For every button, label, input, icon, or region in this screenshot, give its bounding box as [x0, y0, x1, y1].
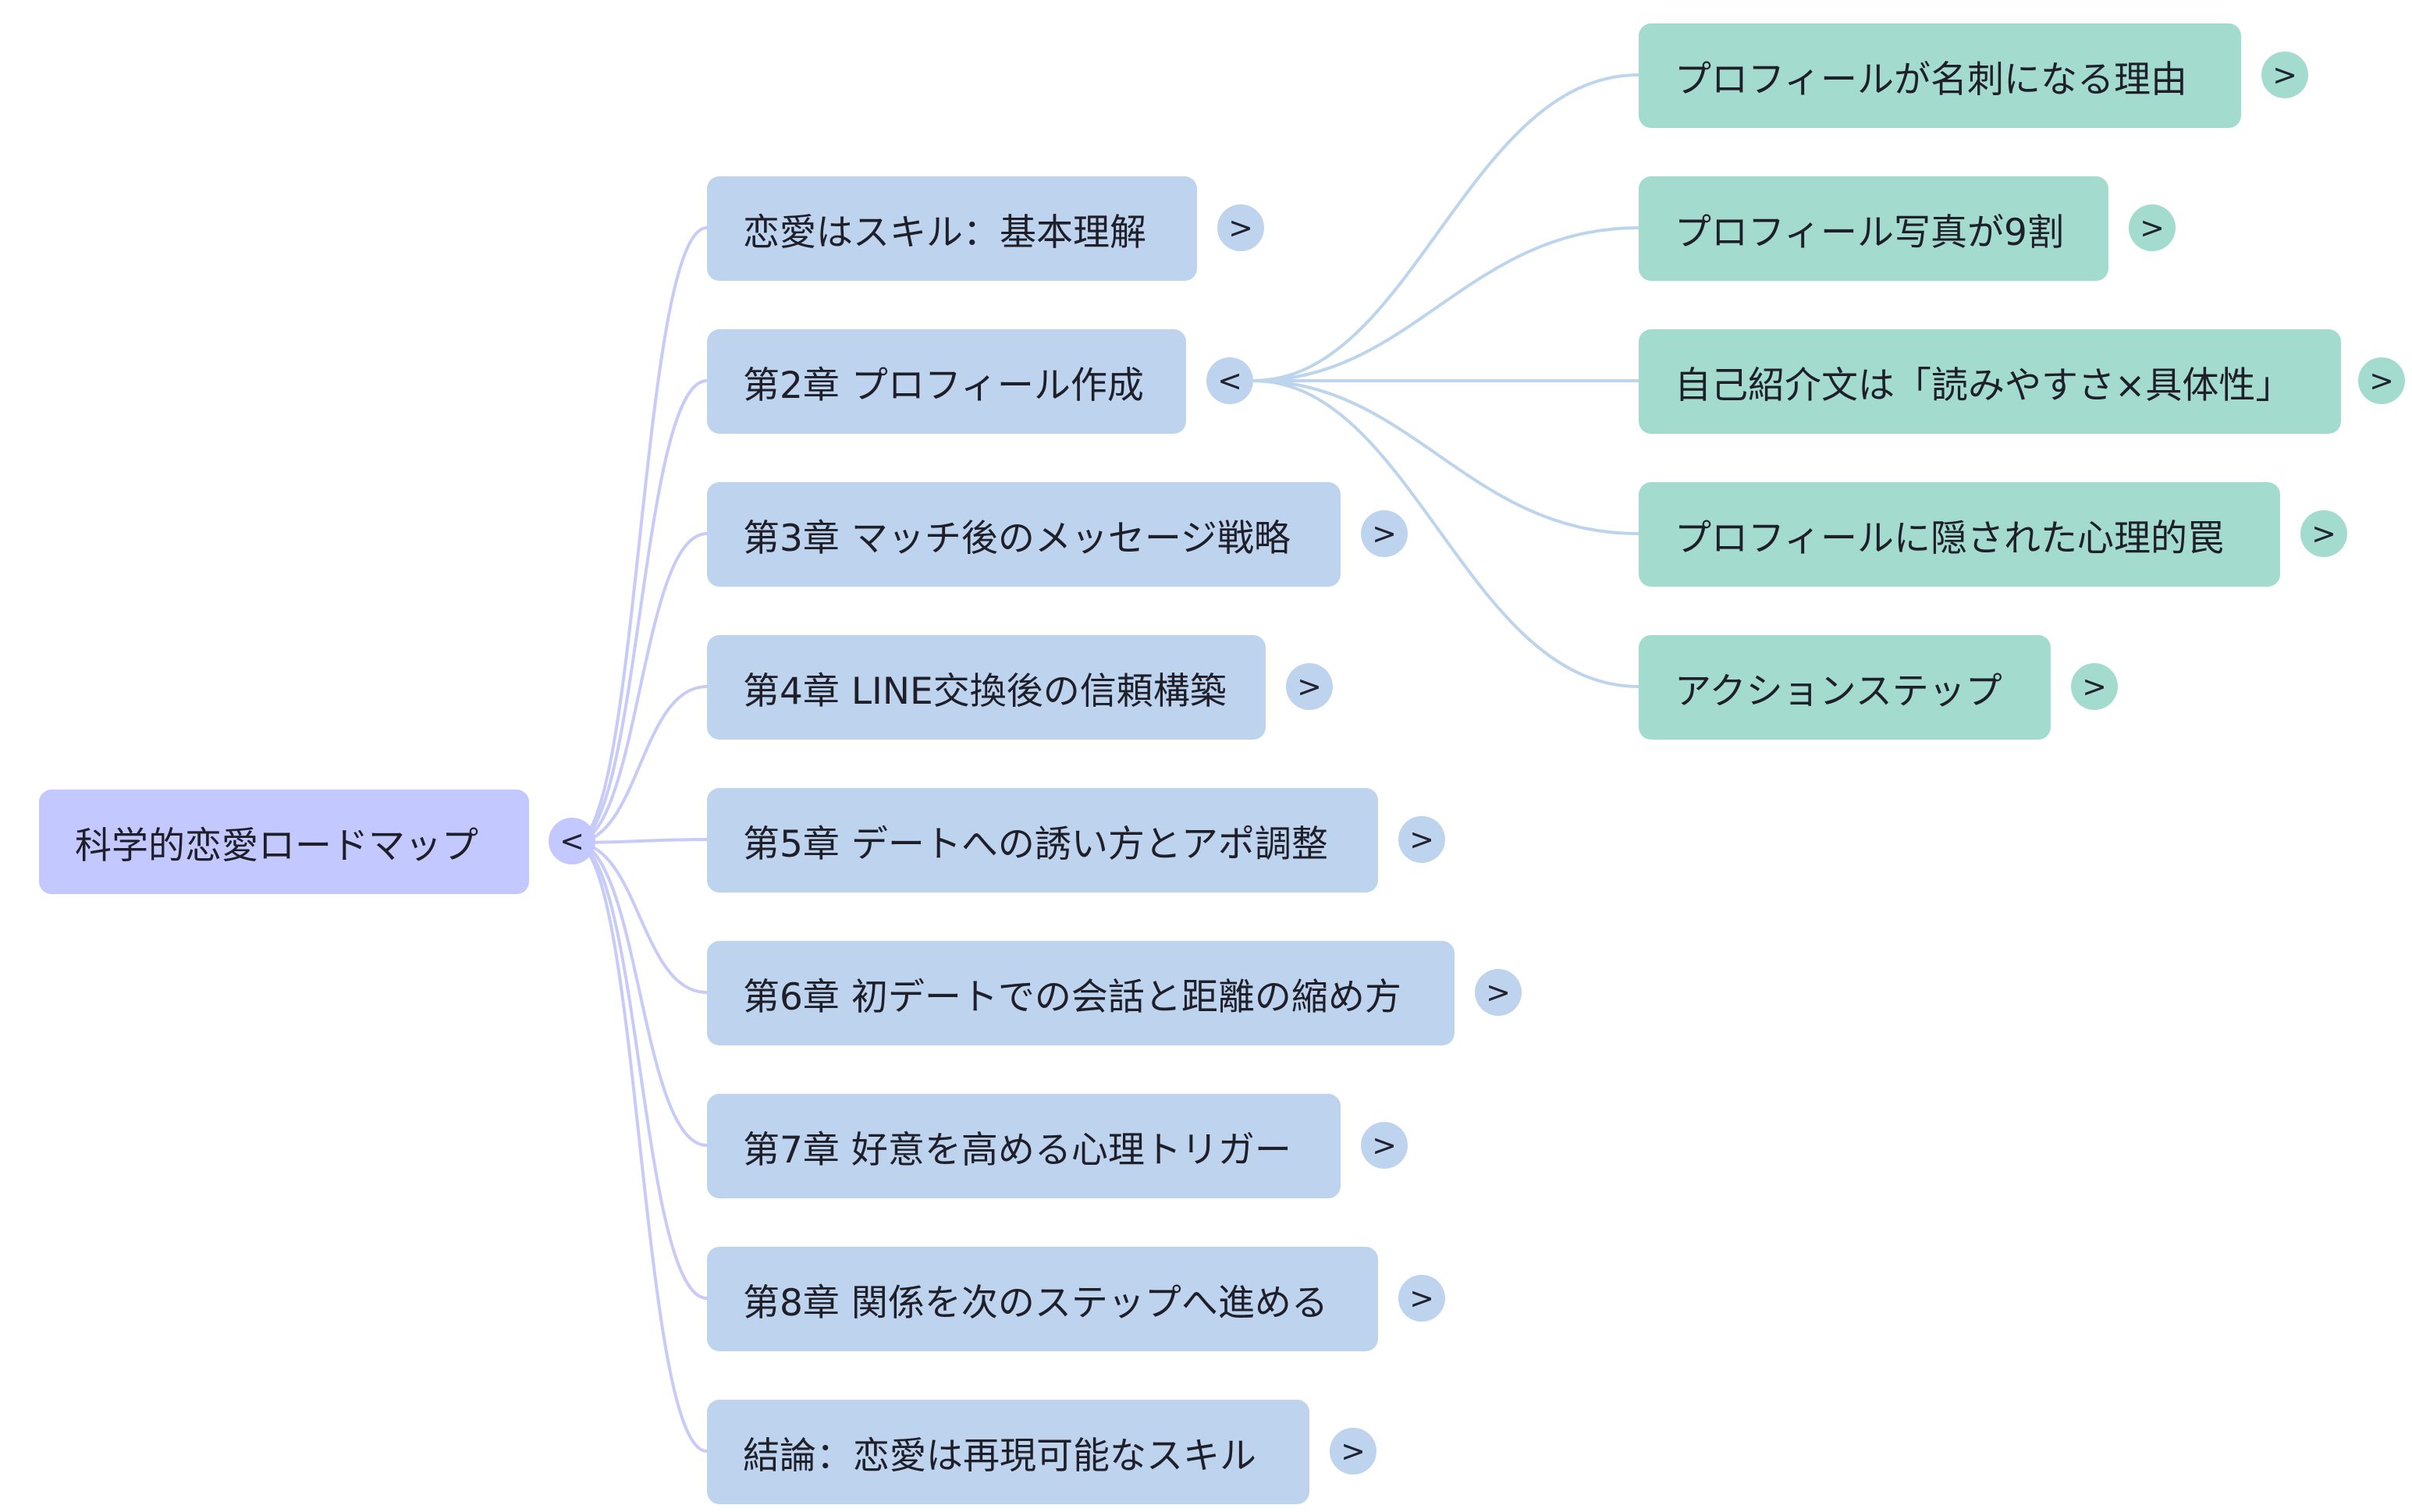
subtopic-node-label: プロフィールに隠された心理的罠: [1675, 516, 2225, 560]
root-node[interactable]: 科学的恋愛ロードマップ: [39, 790, 529, 894]
connector-chapter-2-sub-1: [1252, 73, 1639, 382]
subtopic-node-label: プロフィール写真が9割: [1675, 211, 2064, 254]
connector-chapter-2-sub-2: [1252, 226, 1639, 382]
chapter-node-7[interactable]: 第7章 好意を高める心理トリガー: [707, 1094, 1341, 1198]
subtopic-expand-toggle[interactable]: >: [2129, 204, 2176, 251]
chapter-node-1[interactable]: 恋愛はスキル：基本理解: [707, 176, 1197, 281]
connector-root-chapter-1: [574, 226, 708, 844]
chapter-node-9[interactable]: 結論：恋愛は再現可能なスキル: [707, 1400, 1309, 1504]
chapter-expand-toggle[interactable]: >: [1475, 969, 1522, 1016]
subtopic-expand-toggle[interactable]: >: [2261, 51, 2308, 98]
connector-root-chapter-7: [574, 841, 708, 1147]
chapter-2-connectors: [1252, 73, 1639, 688]
subtopic-node-5[interactable]: アクションステップ: [1639, 635, 2051, 740]
connector-root-chapter-3: [574, 532, 708, 844]
connector-root-chapter-6: [574, 841, 708, 994]
chapter-node-label: 第6章 初デートでの会話と距離の縮め方: [743, 975, 1401, 1019]
connector-root-chapter-4: [574, 685, 708, 844]
subtopic-expand-toggle[interactable]: >: [2358, 357, 2405, 404]
subtopic-node-label: プロフィールが名刺になる理由: [1675, 58, 2188, 101]
subtopic-node-3[interactable]: 自己紹介文は「読みやすさ×具体性」: [1639, 329, 2341, 434]
connector-root-chapter-8: [574, 841, 708, 1300]
chapter-node-label: 第8章 関係を次のステップへ進める: [743, 1281, 1328, 1325]
chapter-node-4[interactable]: 第4章 LINE交換後の信頼構築: [707, 635, 1266, 740]
subtopic-expand-toggle[interactable]: >: [2300, 510, 2347, 557]
chapter-node-label: 第2章 プロフィール作成: [743, 364, 1144, 407]
chapter-node-label: 結論：恋愛は再現可能なスキル: [743, 1434, 1256, 1478]
chapter-node-5[interactable]: 第5章 デートへの誘い方とアポ調整: [707, 788, 1378, 893]
chapter-node-label: 第3章 マッチ後のメッセージ戦略: [743, 516, 1291, 560]
connector-root-chapter-9: [574, 841, 708, 1453]
chapter-node-6[interactable]: 第6章 初デートでの会話と距離の縮め方: [707, 941, 1455, 1045]
subtopic-expand-toggle[interactable]: >: [2071, 663, 2118, 710]
connector-chapter-2-sub-4: [1252, 379, 1639, 535]
chapter-expand-toggle[interactable]: >: [1398, 1275, 1445, 1322]
root-node-label: 科学的恋愛ロードマップ: [75, 824, 478, 868]
chapter-expand-toggle[interactable]: >: [1286, 663, 1333, 710]
chapter-node-label: 第5章 デートへの誘い方とアポ調整: [743, 822, 1328, 866]
chapter-collapse-toggle[interactable]: <: [1206, 357, 1253, 404]
subtopic-node-4[interactable]: プロフィールに隠された心理的罠: [1639, 482, 2280, 587]
chapter-node-label: 第7章 好意を高める心理トリガー: [743, 1128, 1291, 1172]
chapter-expand-toggle[interactable]: >: [1330, 1428, 1377, 1475]
subtopic-node-2[interactable]: プロフィール写真が9割: [1639, 176, 2108, 281]
connector-chapter-2-sub-5: [1252, 379, 1639, 688]
root-connectors: [574, 226, 708, 1453]
chapter-expand-toggle[interactable]: >: [1398, 816, 1445, 863]
connector-root-chapter-2: [574, 379, 708, 844]
chapter-expand-toggle[interactable]: >: [1217, 204, 1264, 251]
root-collapse-toggle[interactable]: <: [549, 818, 595, 864]
chapter-node-2[interactable]: 第2章 プロフィール作成: [707, 329, 1186, 434]
chapter-expand-toggle[interactable]: >: [1361, 1122, 1408, 1169]
chapter-node-3[interactable]: 第3章 マッチ後のメッセージ戦略: [707, 482, 1341, 587]
subtopic-node-label: 自己紹介文は「読みやすさ×具体性」: [1675, 364, 2293, 407]
chapter-node-label: 恋愛はスキル：基本理解: [743, 211, 1146, 254]
chapter-expand-toggle[interactable]: >: [1361, 510, 1408, 557]
chapter-node-8[interactable]: 第8章 関係を次のステップへ進める: [707, 1247, 1378, 1351]
chapter-node-label: 第4章 LINE交換後の信頼構築: [743, 669, 1227, 713]
subtopic-node-1[interactable]: プロフィールが名刺になる理由: [1639, 23, 2241, 128]
subtopic-node-label: アクションステップ: [1675, 669, 2002, 713]
